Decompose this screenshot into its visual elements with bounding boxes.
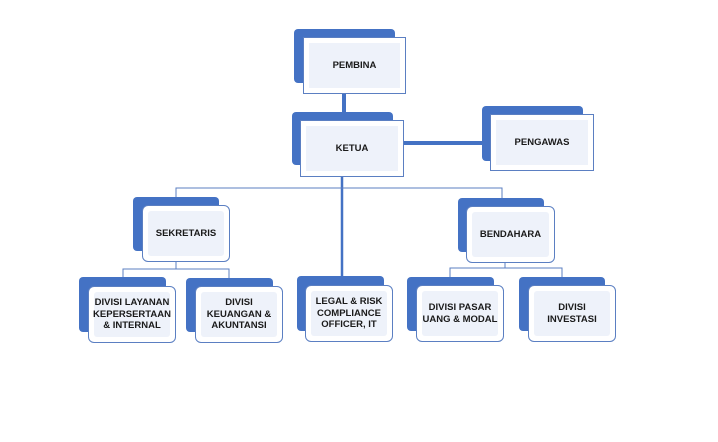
node-card: PENGAWAS: [490, 114, 594, 171]
node-divisi-pasar: DIVISI PASAR UANG & MODAL: [407, 277, 504, 342]
node-label-divisi-pasar: DIVISI PASAR UANG & MODAL: [422, 302, 498, 325]
node-label-pengawas: PENGAWAS: [514, 136, 570, 148]
node-bendahara: BENDAHARA: [458, 198, 555, 263]
node-card: LEGAL & RISK COMPLIANCE OFFICER, IT: [305, 285, 393, 342]
node-divisi-keuangan: DIVISI KEUANGAN & AKUNTANSI: [186, 278, 283, 343]
node-card: DIVISI INVESTASI: [528, 285, 616, 342]
node-card: DIVISI LAYANAN KEPERSERTAAN & INTERNAL: [88, 286, 176, 343]
node-sekretaris: SEKRETARIS: [133, 197, 230, 262]
node-label-divisi-investasi: DIVISI INVESTASI: [547, 302, 597, 325]
node-divisi-layanan: DIVISI LAYANAN KEPERSERTAAN & INTERNAL: [79, 277, 176, 343]
node-card: SEKRETARIS: [142, 205, 230, 262]
node-card: PEMBINA: [303, 37, 406, 94]
node-label-bendahara: BENDAHARA: [479, 228, 542, 240]
connector-ketua-sekretaris-bendahara: [175, 187, 503, 198]
node-card: KETUA: [300, 120, 404, 177]
node-label-divisi-layanan: DIVISI LAYANAN KEPERSERTAAN & INTERNAL: [93, 297, 171, 332]
connector-bendahara-divisions: [449, 267, 563, 278]
node-label-legal-risk: LEGAL & RISK COMPLIANCE OFFICER, IT: [315, 296, 383, 331]
node-label-ketua: KETUA: [335, 142, 369, 154]
node-label-divisi-keuangan: DIVISI KEUANGAN & AKUNTANSI: [206, 297, 272, 332]
node-label-sekretaris: SEKRETARIS: [155, 227, 217, 239]
node-card: BENDAHARA: [466, 206, 555, 263]
node-card: DIVISI PASAR UANG & MODAL: [416, 285, 504, 342]
node-pengawas: PENGAWAS: [482, 106, 594, 171]
node-ketua: KETUA: [292, 112, 404, 177]
node-card: DIVISI KEUANGAN & AKUNTANSI: [195, 286, 283, 343]
node-pembina: PEMBINA: [294, 29, 406, 94]
node-divisi-investasi: DIVISI INVESTASI: [519, 277, 616, 342]
node-label-pembina: PEMBINA: [332, 59, 377, 71]
node-legal-risk: LEGAL & RISK COMPLIANCE OFFICER, IT: [297, 276, 393, 342]
